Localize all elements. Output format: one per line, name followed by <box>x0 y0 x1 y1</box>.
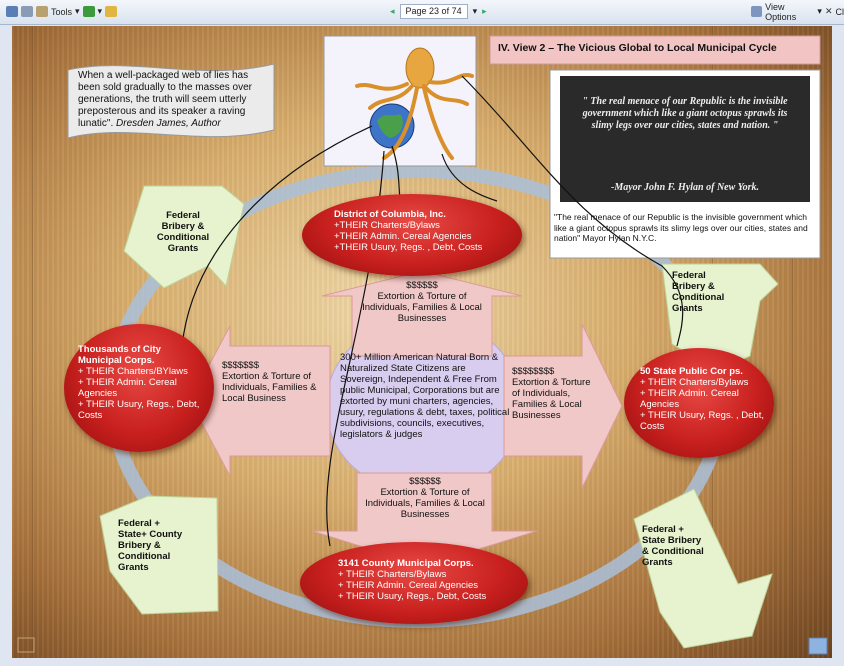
next-page-icon[interactable]: ▸ <box>482 6 487 16</box>
page-navigator: ◂ Page 23 of 74 ▾ ▸ <box>390 4 487 19</box>
highlighter-icon[interactable] <box>82 6 95 17</box>
slide-title: IV. View 2 – The Vicious Global to Local… <box>498 42 777 54</box>
close-label[interactable]: Cl <box>835 6 844 17</box>
green-arrow-bottom-right <box>633 488 773 649</box>
arrow-top-text: $$$$$$ Extortion & Torture of Individual… <box>357 280 487 324</box>
dc-item: +THEIR Usury, Regs. , Debt, Costs <box>334 242 483 253</box>
dc-item: +THEIR Charters/Bylaws <box>334 220 440 231</box>
center-text: 300+ Million American Natural Born & Nat… <box>340 352 510 440</box>
save-icon[interactable] <box>6 6 18 17</box>
historic-photo <box>560 76 810 202</box>
state-ellipse: 50 State Public Cor ps. + THEIR Charters… <box>624 348 774 458</box>
city-title: Thousands of City Municipal Corps. <box>78 344 161 366</box>
folder-icon[interactable] <box>105 6 118 17</box>
arrow-right-text: $$$$$$$$ Extortion & Torture of Individu… <box>512 366 592 421</box>
state-item: + THEIR Charters/Bylaws <box>640 377 749 388</box>
divider <box>792 26 793 658</box>
arrow-left-text: $$$$$$$ Extortion & Torture of Individua… <box>222 360 322 404</box>
page-dropdown-icon[interactable]: ▾ <box>472 6 478 16</box>
quote-banner-shape <box>67 63 275 139</box>
dropdown-arrow-icon: ▾ <box>75 6 80 16</box>
divider <box>32 26 33 658</box>
tools-icon <box>36 6 48 17</box>
slide-graphics <box>17 35 828 655</box>
quote-text-block: When a well-packaged web of lies has bee… <box>78 70 270 130</box>
county-ellipse: 3141 County Municipal Corps. + THEIR Cha… <box>300 542 528 624</box>
previous-page-icon[interactable]: ◂ <box>390 6 395 16</box>
county-item: + THEIR Usury, Regs., Debt, Costs <box>338 591 487 602</box>
tools-menu[interactable]: Tools <box>51 6 73 17</box>
green-arrow-top-left <box>123 185 245 289</box>
county-title: 3141 County Municipal Corps. <box>338 558 474 569</box>
green-arrow-top-right <box>661 263 779 372</box>
county-item: + THEIR Admin. Cereal Agencies <box>338 580 479 591</box>
octopus-tentacles <box>355 72 474 160</box>
arrow-left-label: Extortion & Torture of Individuals, Fami… <box>222 371 317 404</box>
arrow-right-dollars: $$$$$$$$ <box>512 366 555 377</box>
arrow-bottom-text: $$$$$$ Extortion & Torture of Individual… <box>362 476 488 520</box>
state-item: + THEIR Usury, Regs. , Debt, Costs <box>640 410 764 432</box>
view-options-menu[interactable]: View Options <box>765 1 797 22</box>
green-tl-text: Federal Bribery & Conditional Grants <box>156 210 210 254</box>
arrow-right-label: Extortion & Torture of Individuals, Fami… <box>512 377 591 421</box>
octopus-head <box>405 47 435 89</box>
arrow-up-shape <box>321 270 523 357</box>
state-item: + THEIR Admin. Cereal Agencies <box>640 388 739 410</box>
view-options-icon <box>751 6 763 17</box>
green-bl-text: Federal + State+ County Bribery & Condit… <box>118 518 183 573</box>
prev-slide-button <box>17 637 35 653</box>
dc-item: +THEIR Admin. Cereal Agencies <box>334 231 472 242</box>
print-icon[interactable] <box>21 6 33 17</box>
city-item: + THEIR Admin. Cereal Agencies <box>78 377 177 399</box>
viewer-toolbar: Tools ▾ ▾ ◂ Page 23 of 74 ▾ ▸ View Optio… <box>0 0 844 25</box>
slide-canvas: IV. View 2 – The Vicious Global to Local… <box>12 26 832 658</box>
green-br-text: Federal + State Bribery & Conditional Gr… <box>642 524 704 568</box>
connector-line <box>441 153 498 202</box>
connector-line <box>461 75 684 347</box>
arrow-bottom-dollars: $$$$$$ <box>409 476 441 487</box>
arrow-top-label: Extortion & Torture of Individuals, Fami… <box>362 291 482 324</box>
photo-quote: " The real menace of our Republic is the… <box>582 96 788 131</box>
county-item: + THEIR Charters/Bylaws <box>338 569 447 580</box>
close-icon[interactable]: ✕ <box>824 6 833 16</box>
toolbar-right-group: View Options ▾ ✕ Cl <box>751 1 844 22</box>
arrow-right-shape <box>503 323 623 489</box>
dc-title: District of Columbia, Inc. <box>334 209 446 220</box>
title-box <box>489 35 821 65</box>
quote-text: When a well-packaged web of lies has bee… <box>78 70 252 129</box>
city-item: + THEIR Usury, Regs., Debt, Costs <box>78 399 200 421</box>
city-ellipse: Thousands of City Municipal Corps. + THE… <box>64 324 214 452</box>
connector-line <box>181 125 373 347</box>
city-item: + THEIR Charters/BYlaws <box>78 366 188 377</box>
globe-land <box>377 114 403 138</box>
arrow-left-dollars: $$$$$$$ <box>222 360 259 371</box>
photo-attribution: -Mayor John F. Hylan of New York. <box>611 182 759 193</box>
toolbar-left-group: Tools ▾ ▾ <box>6 4 118 19</box>
dropdown-arrow-icon: ▾ <box>817 6 822 16</box>
page-indicator[interactable]: Page 23 of 74 <box>399 4 468 19</box>
arrow-bottom-label: Extortion & Torture of Individuals, Fami… <box>365 487 485 520</box>
state-title: 50 State Public Cor ps. <box>640 366 743 377</box>
quote-author: Dresden James, Author <box>116 118 221 129</box>
green-arrow-bottom-left <box>99 495 219 615</box>
arrow-top-dollars: $$$$$$ <box>406 280 438 291</box>
dropdown-arrow-icon: ▾ <box>97 6 103 16</box>
green-tr-text: Federal Bribery & Conditional Grants <box>672 270 725 314</box>
arrow-left-shape <box>189 325 331 477</box>
photo-caption: "The real menace of our Republic is the … <box>554 212 808 243</box>
dc-ellipse: District of Columbia, Inc. +THEIR Charte… <box>302 194 522 276</box>
next-slide-button <box>808 637 828 655</box>
arrow-down-shape <box>311 472 538 567</box>
